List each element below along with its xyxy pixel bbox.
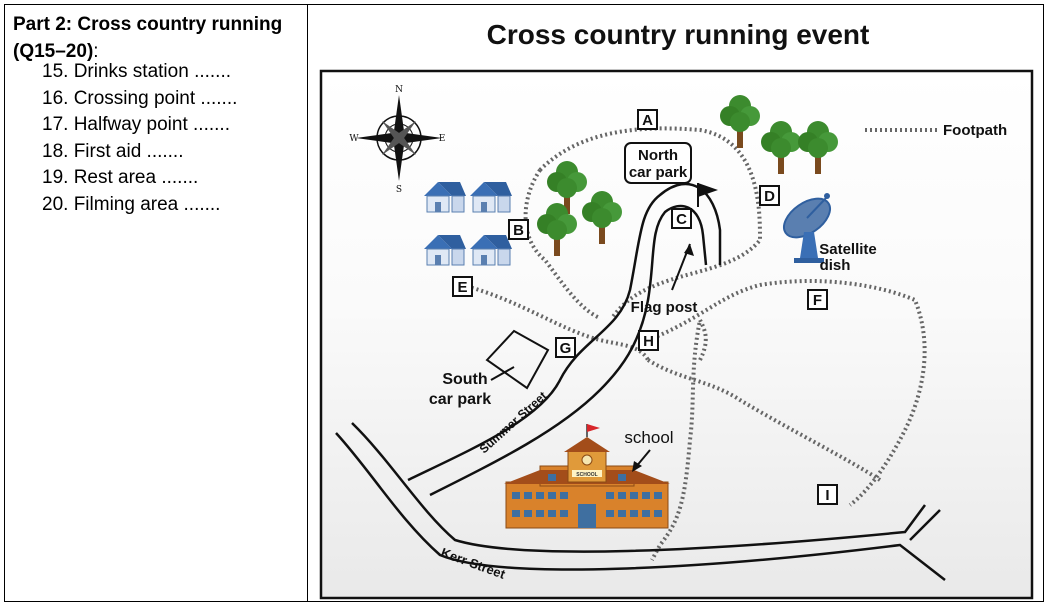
table-frame	[4, 4, 1044, 602]
letter-g: G	[560, 340, 572, 357]
north-car-park-box	[624, 142, 692, 184]
compass-icon: N S E W	[349, 85, 445, 195]
satellite-line2: dish	[820, 257, 851, 274]
school-flag-icon	[587, 424, 600, 432]
question-item: 19. Rest area .......	[42, 167, 199, 189]
satellite-line1: Satellite	[819, 241, 877, 258]
question-item: 15. Drinks station .......	[42, 61, 232, 82]
letter-box-h: H	[638, 330, 659, 351]
letter-box-i: I	[817, 484, 838, 505]
south-car-park-line2: car park	[429, 391, 491, 408]
letter-box-d: D	[759, 185, 780, 206]
compass-e: E	[439, 134, 446, 144]
question-list: 15. Drinks station ....... 16. Crossing …	[42, 59, 237, 219]
part-title-line2: (Q15–20)	[13, 41, 94, 62]
question-item: 17. Halfway point .......	[42, 114, 230, 136]
south-car-park-pointer	[490, 366, 515, 381]
satellite-dish-icon	[783, 193, 831, 263]
map-diagram: Cross country running event	[319, 19, 1034, 600]
question-item: 18. First aid .......	[42, 140, 184, 162]
letter-f: F	[813, 292, 822, 309]
compass-n: N	[395, 85, 403, 95]
compass-s: S	[396, 185, 402, 195]
north-car-park-line1: North	[638, 147, 678, 164]
letter-box-f: F	[807, 289, 828, 310]
part-title-line1: Part 2: Cross country running	[13, 14, 283, 35]
part-title: Part 2: Cross country running (Q15–20):	[13, 11, 308, 65]
flag-post-label: Flag post	[631, 299, 698, 316]
letter-c: C	[676, 211, 687, 228]
question-item: 20. Filming area .......	[42, 193, 221, 215]
letter-h: H	[643, 333, 654, 350]
letter-i: I	[825, 487, 829, 504]
part-title-colon: :	[93, 41, 99, 62]
letter-a: A	[642, 112, 653, 129]
north-car-park-line2: car park	[629, 164, 688, 181]
south-car-park-line1: South	[442, 371, 487, 388]
school-arrowhead	[632, 461, 642, 472]
column-divider	[307, 4, 308, 602]
letter-box-c: C	[671, 208, 692, 229]
questions-panel: Part 2: Cross country running (Q15–20):	[4, 4, 307, 602]
legend-footpath-label: Footpath	[943, 122, 1007, 139]
question-item: 16. Crossing point .......	[42, 87, 238, 109]
letter-box-b: B	[508, 219, 529, 240]
letter-e: E	[457, 279, 467, 296]
south-car-park-outline	[485, 329, 550, 390]
map-title: Cross country running event	[487, 19, 870, 50]
letter-box-a: A	[637, 109, 658, 130]
compass-w: W	[349, 134, 359, 144]
flag-post-arrowhead	[684, 244, 694, 256]
flag-icon	[698, 183, 718, 197]
letter-b: B	[513, 222, 524, 239]
letter-box-e: E	[452, 276, 473, 297]
letter-box-g: G	[555, 337, 576, 358]
school-label: school	[624, 428, 673, 447]
footpath-network	[461, 126, 927, 561]
roads	[335, 182, 946, 581]
school-building-icon: SCHOOL	[504, 424, 670, 529]
letter-d: D	[764, 188, 775, 205]
school-sign: SCHOOL	[576, 472, 597, 478]
